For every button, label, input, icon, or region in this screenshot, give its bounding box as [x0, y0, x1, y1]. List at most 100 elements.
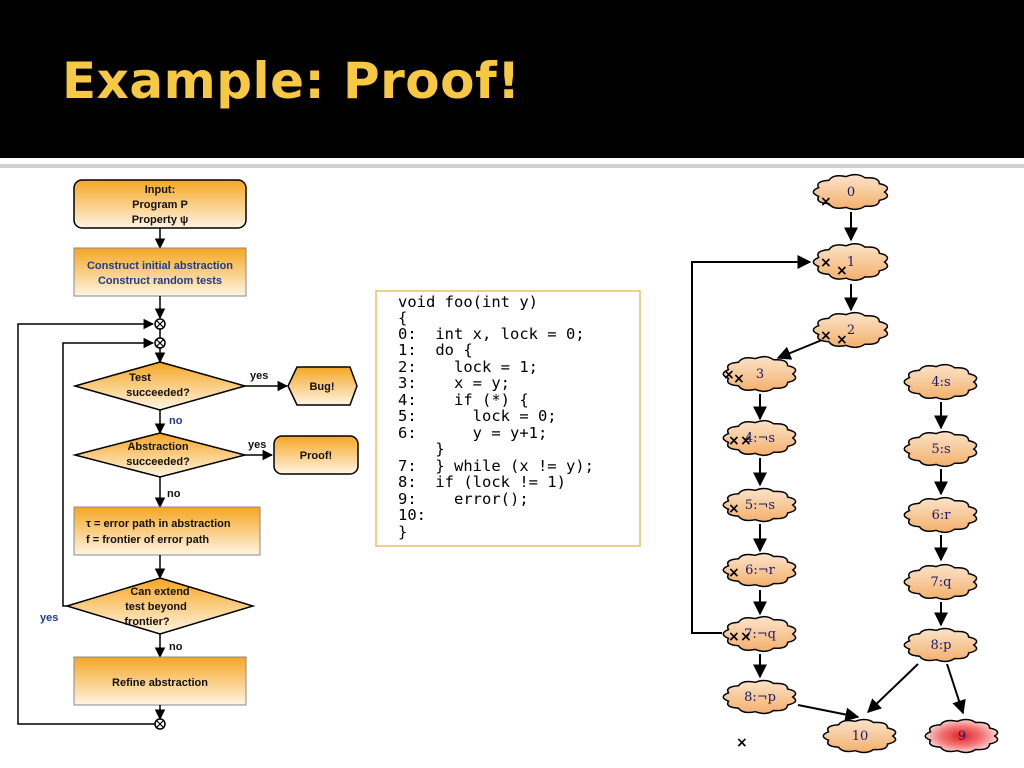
graph-node-5-s: 5:s [903, 430, 978, 468]
graph-node-10: 10 [822, 718, 897, 754]
node-label: 7:q [931, 575, 952, 590]
cross-mark: × [820, 255, 832, 271]
cross-mark: × [820, 328, 832, 344]
code-line-12: 8: if (lock != 1) [398, 473, 566, 491]
node-label: 6:r [932, 508, 952, 523]
cloud-shape [903, 363, 978, 401]
cross-mark: × [728, 565, 740, 581]
node-label: 10 [852, 729, 869, 744]
code-line-6: 3: x = y; [398, 374, 510, 392]
graph-node-8-not-p: 8:¬p [722, 679, 797, 715]
abstraction-line-1: Abstraction [127, 441, 188, 453]
input-line-3: Property ψ [132, 214, 189, 226]
proof-box [273, 435, 359, 475]
extend-line-3: frontier? [124, 616, 170, 628]
header-rule [0, 158, 1024, 168]
node-label: 6:¬r [745, 563, 776, 578]
edge-8p-9 [946, 663, 966, 715]
code-line-5: 2: lock = 1; [398, 358, 538, 376]
cloud-shape [822, 718, 897, 754]
flowchart: Input: Program P Property ψ Construct in… [17, 179, 359, 730]
graph-nodes: 0×1××2××3××4:¬s××5:¬s×6:¬r×7:¬q××8:¬p4:s… [722, 173, 999, 754]
bug-label: Bug! [309, 381, 334, 393]
refine-box [73, 656, 247, 706]
cloud-shape [722, 487, 797, 523]
node-label: 1 [847, 255, 855, 270]
cross-mark: × [836, 332, 848, 348]
node-label: 2 [847, 323, 855, 338]
graph-edges [691, 212, 966, 722]
label-no-abs: no [167, 488, 181, 500]
edge-extend-yes [62, 337, 155, 607]
code-line-3: 0: int x, lock = 0; [398, 325, 585, 343]
code-line-11: 7: } while (x != y); [398, 457, 594, 475]
cross-mark: × [728, 501, 740, 517]
slide-header: Example: Proof! [0, 0, 1024, 158]
label-no-test: no [169, 415, 183, 427]
abstraction-line-2: succeeded? [126, 456, 190, 468]
label-no-extend: no [169, 641, 183, 653]
code-line-9: 6: y = y+1; [398, 424, 547, 442]
error-path-box [73, 506, 261, 556]
cloud-shape [722, 419, 797, 457]
code-line-10: } [398, 440, 445, 458]
bug-box [287, 366, 358, 406]
error-path-line-1: τ = error path in abstraction [86, 518, 231, 530]
node-label: 8:p [931, 638, 952, 653]
graph-node-7-q: 7:q [903, 563, 978, 601]
cross-mark: × [728, 433, 740, 449]
cross-mark: × [740, 629, 752, 645]
node-label: 0 [847, 185, 855, 200]
refine-label: Refine abstraction [112, 677, 208, 689]
graph-node-5-not-s: 5:¬s × [722, 487, 797, 523]
edge-8p-10 [866, 663, 919, 713]
cloud-shape [903, 563, 978, 601]
node-label: 9 [958, 729, 966, 744]
cross-mark: × [723, 367, 735, 383]
slide-title: Example: Proof! [62, 52, 521, 110]
cloud-shape [903, 430, 978, 468]
merge-node-2-cross-b [155, 338, 165, 348]
cross-mark: × [728, 629, 740, 645]
graph-node-0: 0× [812, 173, 889, 211]
cloud-shape [722, 355, 797, 393]
code-line-2: { [398, 309, 407, 327]
edge-loop-back [17, 318, 155, 725]
cross-mark: × [740, 433, 752, 449]
node-label: 4:¬s [745, 431, 775, 446]
merge-node-3-cross-b [155, 719, 165, 729]
graph-node-4-not-s: 4:¬s×× [722, 419, 797, 457]
error-path-line-2: f = frontier of error path [86, 534, 209, 546]
cloud-shape [924, 718, 999, 754]
graph-node-6-r: 6:r [903, 496, 978, 534]
code-line-13: 9: error(); [398, 490, 529, 508]
abstraction-diamond [72, 432, 248, 478]
extend-line-2: test beyond [125, 601, 187, 613]
input-line-2: Program P [132, 199, 188, 211]
code-line-4: 1: do { [398, 341, 473, 359]
graph-node-4-s: 4:s [903, 363, 978, 401]
cross-mark-loose: × [736, 735, 748, 751]
code-box [375, 290, 641, 547]
cloud-shape [812, 173, 889, 211]
graph-node-1: 1×× [812, 243, 889, 281]
edge-7nq-1 [691, 255, 812, 634]
graph-node-6-not-r: 6:¬r × [722, 552, 797, 588]
node-label: 5:¬s [745, 498, 775, 513]
cloud-shape [812, 311, 889, 349]
construct-box [73, 247, 247, 297]
code-panel: void foo(int y) { 0: int x, lock = 0; 1:… [375, 290, 641, 547]
code-line-14: 10: [398, 506, 426, 524]
cross-mark: × [733, 371, 745, 387]
code-line-15: } [398, 523, 407, 541]
construct-line-1: Construct initial abstraction [87, 260, 233, 272]
graph-node-3: 3 ×× [722, 355, 797, 393]
edge-8np-10 [797, 704, 860, 722]
cloud-shape [903, 496, 978, 534]
cloud-shape [722, 679, 797, 715]
construct-line-2: Construct random tests [98, 275, 222, 287]
code-line-7: 4: if (*) { [398, 391, 529, 409]
merge-node-1-cross-b [155, 319, 165, 329]
node-label: 3 [756, 367, 764, 382]
